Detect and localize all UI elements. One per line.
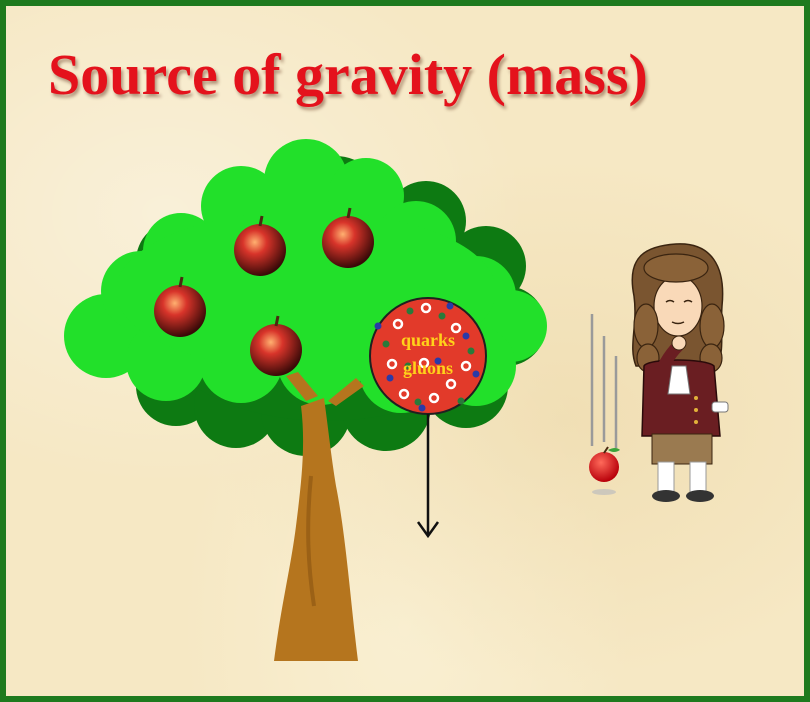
scene-illustration: quarks gluons — [64, 139, 729, 661]
apple-icon — [250, 315, 302, 376]
quarks-gluons-circle: quarks gluons — [369, 297, 487, 415]
down-arrow-icon — [416, 414, 440, 539]
newton-figure-icon — [631, 243, 729, 502]
apple-icon — [322, 207, 374, 268]
slide-title: Source of gravity (mass) — [48, 42, 648, 107]
gluons-label: gluons — [403, 358, 453, 378]
quarks-label: quarks — [401, 330, 455, 350]
apple-icon — [154, 276, 206, 337]
apple-icon — [234, 215, 286, 276]
falling-apple-icon — [589, 314, 620, 495]
tree-icon — [64, 139, 547, 661]
